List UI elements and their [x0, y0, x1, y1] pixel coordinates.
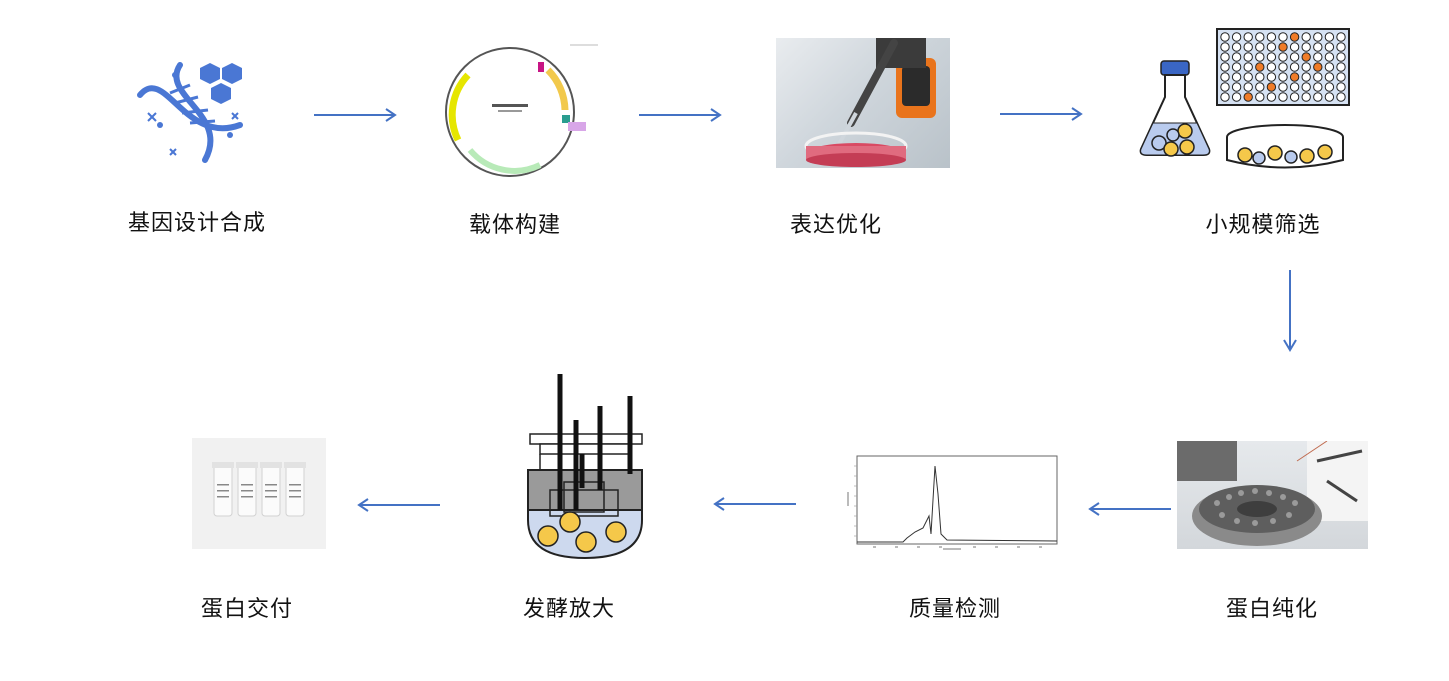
step-label-vector-construction: 载体构建: [468, 213, 561, 238]
arrow-right-icon: [1000, 107, 1083, 121]
flask-well-plate-icon: [1139, 28, 1350, 169]
step-label-protein-delivery: 蛋白交付: [200, 597, 293, 622]
arrow-left-icon: [357, 498, 440, 512]
protein-tubes-icon: [192, 438, 326, 549]
step-label-small-scale-screening: 小规模筛选: [1205, 213, 1321, 238]
step-label-gene-synthesis: 基因设计合成: [127, 211, 266, 236]
pipette-petri-dish-icon: [776, 38, 950, 168]
arrow-left-icon: [713, 497, 796, 511]
step-label-expression-optimization: 表达优化: [789, 213, 882, 238]
bioreactor-icon: [527, 374, 643, 560]
step-label-fermentation-scale-up: 发酵放大: [522, 597, 615, 622]
step-label-quality-testing: 质量检测: [908, 597, 1001, 622]
chromatogram-icon: [847, 455, 1058, 550]
dna-molecule-icon: [137, 62, 243, 163]
arrow-right-icon: [639, 108, 722, 122]
purification-instrument-icon: [1177, 441, 1368, 549]
arrow-left-icon: [1088, 502, 1171, 516]
plasmid-map-icon: [445, 44, 598, 177]
step-label-protein-purification: 蛋白纯化: [1225, 597, 1318, 622]
arrow-down-icon: [1283, 270, 1297, 352]
arrow-right-icon: [314, 108, 397, 122]
